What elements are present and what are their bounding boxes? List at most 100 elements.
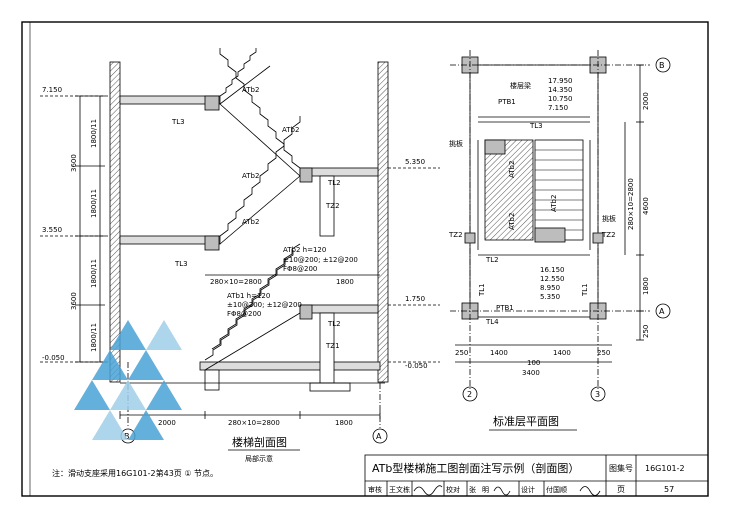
tb-design-label: 设计 [521, 485, 535, 494]
inner-frame [29, 21, 709, 497]
watermark-logo [74, 320, 182, 440]
spec-atb2-line2: ±10@200; ±12@200 [283, 256, 358, 264]
plan-elev-top-3: 10.750 [548, 95, 573, 103]
stair-plan-drawing [450, 50, 671, 402]
flight-2 [211, 243, 301, 350]
dim-mid-2800: 280×10=2800 [210, 278, 262, 286]
label-tz2: TZ2 [325, 202, 340, 210]
elev-m0050-left: -0.050 [42, 354, 65, 362]
plan-dim-2000: 2000 [642, 92, 650, 110]
plan-tz2-right: TZ2 [601, 231, 616, 239]
dim-bottom-1800: 1800 [335, 419, 353, 427]
tb-check-label: 校对 [446, 485, 460, 494]
plan-atb2-a: ATb2 [508, 161, 516, 178]
atlas-number: 16G101-2 [645, 464, 685, 473]
title-block-text: ATb型楼梯施工图剖面注写示例（剖面图） 图集号 16G101-2 审核 王文栋… [368, 461, 685, 496]
plan-dim-b-3400: 3400 [522, 369, 540, 377]
tb-design-name: 付国顺 [546, 485, 567, 494]
elev-1750: 1.750 [405, 295, 425, 303]
page-number: 57 [664, 485, 674, 494]
plan-tz2-left: TZ2 [448, 231, 463, 239]
plan-elev-mid-2: 12.550 [540, 275, 565, 283]
plan-dim-b-250l: 250 [455, 349, 468, 357]
plan-dim-4600: 4600 [642, 197, 650, 215]
plan-dim-b-250r: 250 [597, 349, 610, 357]
tb-check-name-1: 张 [469, 485, 476, 494]
dim-1800-b: 1800/11 [90, 189, 98, 218]
plan-tl2: TL2 [485, 256, 499, 264]
plan-tl3: TL3 [529, 122, 543, 130]
flight-3 [219, 116, 301, 237]
plan-elev-top-4: 7.150 [548, 104, 568, 112]
plan-tl4: TL4 [485, 318, 499, 326]
plan-elev-mid-3: 8.950 [540, 284, 560, 292]
left-wall [109, 61, 121, 383]
page-label: 页 [617, 485, 625, 494]
plan-dim-2800: 280×10=2800 [627, 178, 635, 230]
label-atb2-a: ATb2 [242, 86, 259, 94]
plan-text: B A 2 3 17.950 14.350 10.750 7.150 楼层梁 P… [448, 61, 665, 431]
section-text: 7.150 3.550 -0.050 5.350 1.750 -0.050 36… [42, 86, 428, 478]
plan-elev-mid-4: 5.350 [540, 293, 560, 301]
plan-atb2-b: ATb2 [508, 213, 516, 230]
elev-m0050-right: -0.050 [405, 362, 428, 370]
section-title: 楼梯剖面图 [232, 435, 287, 449]
atlas-label: 图集号 [609, 463, 633, 473]
label-tz1: TZ1 [325, 342, 340, 350]
stair-section-drawing [40, 48, 440, 444]
label-tl2-upper: TL2 [327, 179, 341, 187]
right-wall [377, 61, 389, 383]
plan-beam-label: 楼层梁 [510, 81, 531, 90]
label-atb2-d: ATb2 [242, 218, 259, 226]
elev-7150: 7.150 [42, 86, 62, 94]
plan-elev-mid-1: 16.150 [540, 266, 565, 274]
plan-tl1-left: TL1 [478, 283, 486, 297]
axis-a-section: A [376, 432, 382, 441]
flight-1 [204, 250, 294, 361]
dim-3600-lower: 3600 [70, 292, 78, 310]
outer-frame [21, 21, 709, 497]
tb-review-name: 王文栋 [389, 485, 410, 494]
sheet-title: ATb型楼梯施工图剖面注写示例（剖面图） [372, 461, 579, 475]
elev-3550: 3.550 [42, 226, 62, 234]
plan-dim-250: 250 [642, 325, 650, 338]
dim-1800-d: 1800/11 [90, 323, 98, 352]
footnote: 注：滑动支座采用16G101-2第43页 ① 节点。 [52, 468, 218, 478]
spec-atb2-line3: FΦ8@200 [283, 265, 317, 273]
spec-atb1-line1: ATb1 h=120 [227, 292, 270, 300]
plan-elev-top-2: 14.350 [548, 86, 573, 94]
plan-pick-left: 挑板 [449, 139, 463, 148]
spec-atb1-line2: ±10@200; ±12@200 [227, 301, 302, 309]
tb-review-label: 审核 [368, 485, 382, 494]
plan-pick-right: 挑板 [602, 214, 616, 223]
dim-bottom-2800: 280×10=2800 [228, 419, 280, 427]
plan-atb2-c: ATb2 [550, 195, 558, 212]
label-tl3-upper: TL3 [171, 118, 185, 126]
plan-axis-b: B [659, 61, 665, 70]
spec-atb1-line3: FΦ8@200 [227, 310, 261, 318]
label-atb2-b: ATb2 [282, 126, 299, 134]
axis-b-section: B [124, 432, 130, 441]
elev-5350: 5.350 [405, 158, 425, 166]
flight-5 [219, 48, 257, 97]
plan-axis-2: 2 [467, 390, 472, 399]
flight-4 [219, 48, 301, 169]
section-subtitle: 局部示意 [245, 454, 273, 463]
dim-1800-a: 1800/11 [90, 119, 98, 148]
plan-title: 标准层平面图 [493, 414, 559, 428]
plan-tl1-right: TL1 [581, 283, 589, 297]
plan-axis-a: A [659, 307, 665, 316]
plan-dim-1800: 1800 [642, 277, 650, 295]
plan-axis-3: 3 [595, 390, 600, 399]
label-atb2-c: ATb2 [242, 172, 259, 180]
tb-check-name-2: 明 [482, 486, 489, 494]
plan-elev-top-1: 17.950 [548, 77, 573, 85]
spec-atb2-line1: ATb2 h=120 [283, 246, 326, 254]
dim-1800-c: 1800/11 [90, 259, 98, 288]
dim-3600-upper: 3600 [70, 154, 78, 172]
plan-ptb1-top: PTB1 [498, 98, 516, 106]
label-tl3-lower: TL3 [174, 260, 188, 268]
plan-ptb1-bottom: PTB1 [496, 304, 514, 312]
plan-dim-b-1400r: 1400 [553, 349, 571, 357]
